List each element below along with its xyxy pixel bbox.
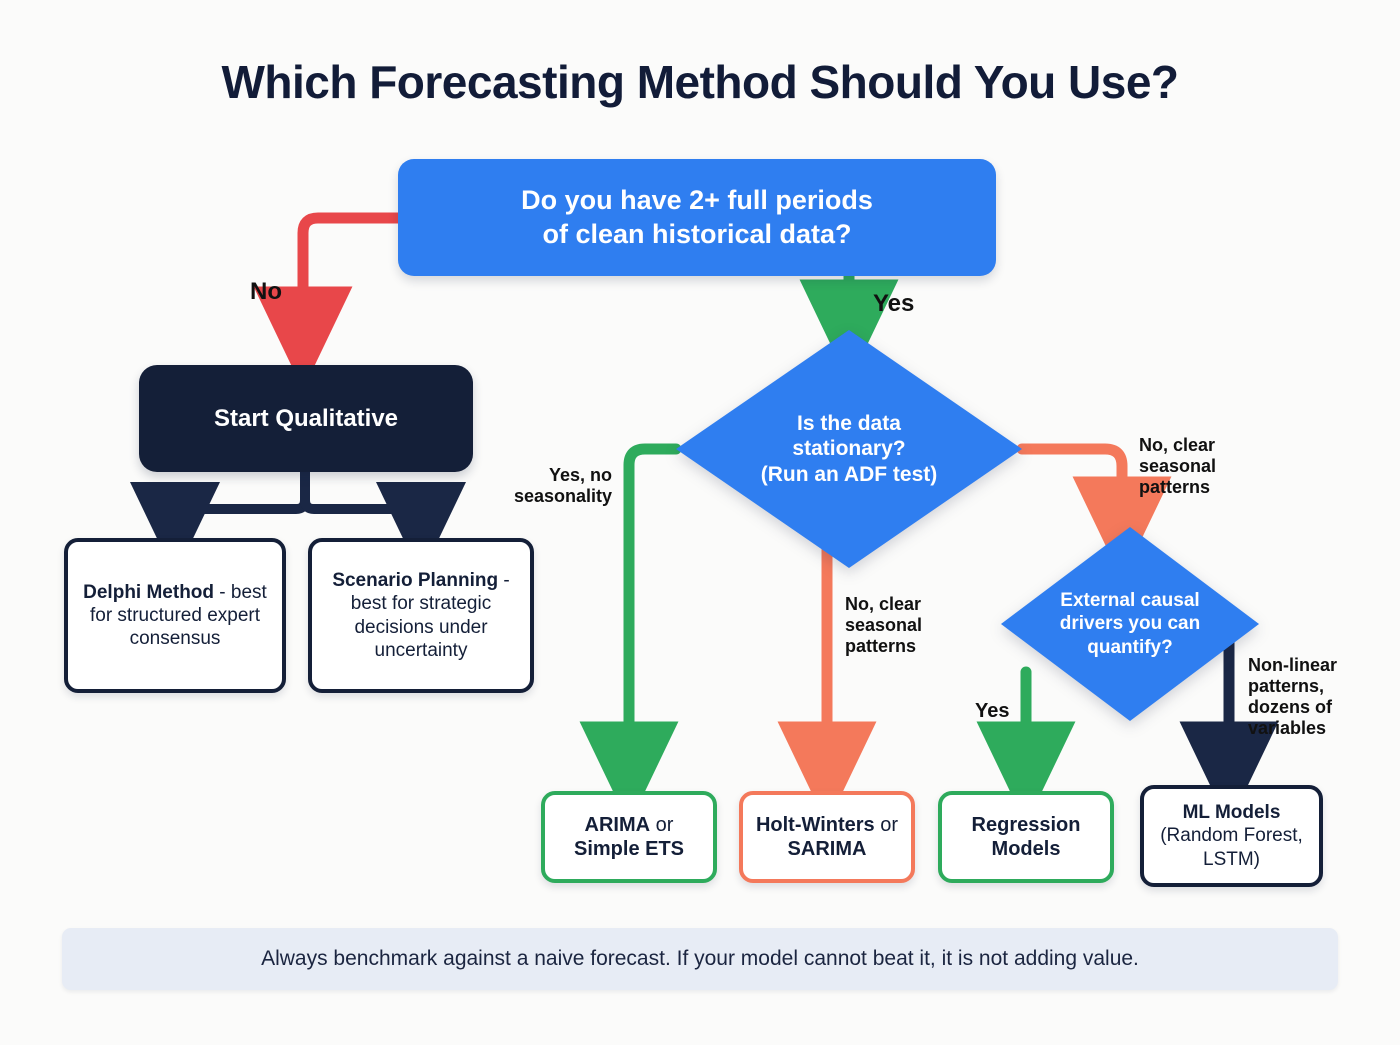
node-causal-decision[interactable]: External causal drivers you can quantify… bbox=[1001, 527, 1259, 721]
edge-label-no-root: No bbox=[250, 278, 282, 305]
delphi-rest: - best for structured expert consensus bbox=[89, 581, 267, 650]
edge-label-yes-no-seasonality: Yes, no seasonality bbox=[513, 465, 612, 507]
regression-line2: Models bbox=[991, 838, 1061, 860]
edge-stationary-right-to-causal bbox=[1016, 443, 1172, 580]
node-scenario-planning[interactable]: Scenario Planning - best for strategic d… bbox=[308, 538, 534, 693]
causal-line3: quantify? bbox=[1087, 636, 1173, 658]
edge-label-non-linear: Non-linear patterns, dozens of variables bbox=[1248, 655, 1338, 739]
edge-stationary-yes-to-arima bbox=[579, 443, 682, 825]
scenario-bold: Scenario Planning bbox=[332, 570, 499, 592]
edge-label-yes-root: Yes bbox=[873, 290, 915, 317]
footer-banner: Always benchmark against a naive forecas… bbox=[62, 928, 1338, 990]
edge-label-no-clear-seasonal-mid: No, clear seasonal patterns bbox=[845, 594, 923, 657]
causal-line2: drivers you can bbox=[1059, 613, 1201, 635]
node-delphi-method[interactable]: Delphi Method - best for structured expe… bbox=[64, 538, 286, 693]
node-regression-models[interactable]: Regression Models bbox=[938, 791, 1114, 883]
holt-mid: or bbox=[874, 813, 899, 836]
node-arima[interactable]: ARIMA or Simple ETS bbox=[541, 791, 717, 883]
edge-label-yes-causal: Yes bbox=[975, 700, 1010, 722]
page-title: Which Forecasting Method Should You Use? bbox=[221, 56, 1179, 108]
ml-rest: (Random Forest, LSTM) bbox=[1160, 825, 1303, 870]
root-question-line2: of clean historical data? bbox=[542, 218, 852, 249]
edge-label-no-clear-seasonal-right: No, clear seasonal patterns bbox=[1139, 435, 1217, 498]
edge-start-qualitative-fork bbox=[130, 467, 466, 577]
node-ml-models[interactable]: ML Models (Random Forest, LSTM) bbox=[1140, 785, 1323, 887]
ml-bold: ML Models bbox=[1182, 802, 1281, 824]
root-question-line1: Do you have 2+ full periods bbox=[521, 184, 873, 215]
stationary-line1: Is the data bbox=[797, 411, 901, 435]
stationary-line2: stationary? bbox=[792, 437, 906, 461]
regression-line1: Regression bbox=[971, 813, 1081, 836]
arima-bold1: ARIMA bbox=[584, 813, 651, 836]
stationary-line3: (Run an ADF test) bbox=[760, 462, 938, 486]
holt-bold2: SARIMA bbox=[787, 838, 867, 860]
arima-bold2: Simple ETS bbox=[573, 838, 685, 860]
footer-text: Always benchmark against a naive forecas… bbox=[261, 947, 1139, 970]
arima-mid: or bbox=[650, 813, 674, 836]
causal-line1: External causal bbox=[1060, 590, 1200, 612]
node-holt-winters[interactable]: Holt-Winters or SARIMA bbox=[739, 791, 915, 883]
node-root-question[interactable]: Do you have 2+ full periods of clean his… bbox=[398, 159, 996, 276]
edge-no-to-start-qualitative bbox=[253, 212, 404, 390]
node-stationary-decision[interactable]: Is the data stationary? (Run an ADF test… bbox=[676, 330, 1022, 568]
delphi-bold: Delphi Method bbox=[83, 581, 215, 603]
start-qualitative-label: Start Qualitative bbox=[213, 404, 399, 432]
node-start-qualitative[interactable]: Start Qualitative bbox=[139, 365, 473, 472]
scenario-rest: - best for strategic decisions under unc… bbox=[350, 570, 510, 661]
holt-bold1: Holt-Winters bbox=[755, 813, 875, 836]
